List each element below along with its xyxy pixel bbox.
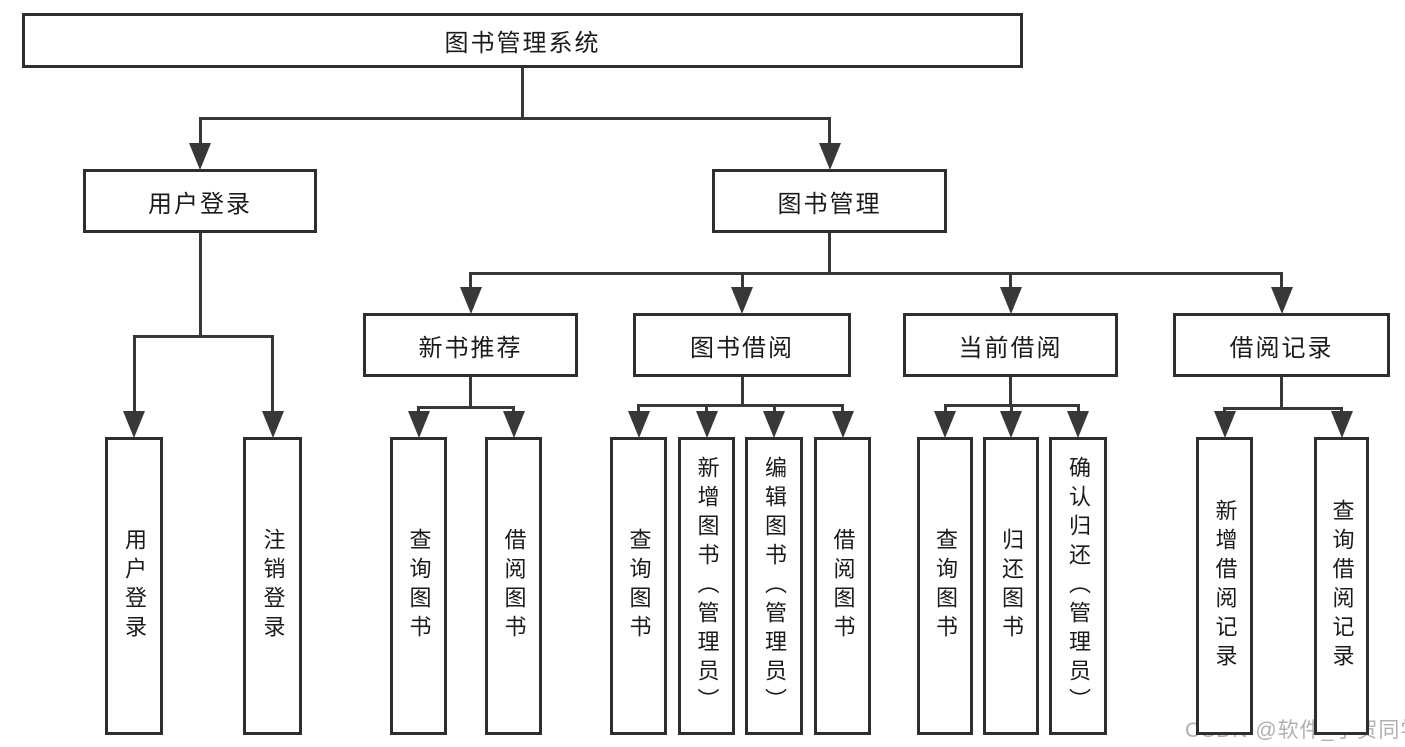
node-leaf-bb-add: 新增图书（管理员） [678, 437, 735, 735]
node-leaf-rec-query-label: 查询图书 [406, 528, 432, 644]
arrowhead-down-icon [502, 411, 525, 438]
connector-line [521, 68, 524, 118]
connector-line [1076, 405, 1080, 415]
arrowhead-down-icon [123, 411, 145, 438]
node-leaf-bb-query: 查询图书 [610, 437, 667, 735]
node-leaf-br-add: 新增借阅记录 [1196, 437, 1253, 735]
connector-line [637, 405, 640, 415]
arrowhead-down-icon [831, 411, 854, 438]
connector-line [740, 377, 744, 405]
connector-line [740, 273, 744, 291]
arrowhead-down-icon [934, 411, 956, 438]
node-book-mgmt: 图书管理 [712, 169, 947, 233]
arrowhead-down-icon [189, 143, 211, 170]
arrowhead-down-icon [818, 143, 841, 170]
connector-line [271, 336, 274, 415]
node-leaf-rec-query: 查询图书 [390, 437, 447, 735]
connector-line [469, 273, 472, 291]
node-leaf-user-login: 用户登录 [105, 437, 163, 735]
node-book-borrow-label: 图书借阅 [690, 334, 794, 362]
arrowhead-down-icon [261, 411, 284, 438]
node-leaf-cb-confirm: 确认归还（管理员） [1049, 437, 1107, 735]
node-current-borrow-label: 当前借阅 [958, 334, 1063, 362]
connector-line [1280, 273, 1283, 291]
node-leaf-rec-borrow: 借阅图书 [485, 437, 542, 735]
node-leaf-bb-edit-label: 编辑图书（管理员） [762, 455, 787, 717]
node-current-borrow: 当前借阅 [903, 313, 1118, 377]
arrowhead-down-icon [695, 411, 718, 438]
node-leaf-user-login-label: 用户登录 [122, 528, 147, 644]
node-leaf-logout: 注销登录 [243, 437, 302, 735]
connector-line [1009, 405, 1013, 415]
connector-line [469, 271, 1283, 275]
node-book-mgmt-label: 图书管理 [777, 190, 882, 218]
arrowhead-down-icon [459, 287, 482, 314]
arrowhead-down-icon [1330, 411, 1353, 438]
node-leaf-bb-add-label: 新增图书（管理员） [694, 455, 720, 717]
node-user-login-label: 用户登录 [148, 190, 252, 218]
node-borrow-records: 借阅记录 [1173, 313, 1390, 377]
connector-line [198, 118, 202, 147]
connector-line [841, 405, 844, 415]
node-user-login: 用户登录 [83, 169, 317, 233]
node-leaf-bb-query-label: 查询图书 [626, 528, 652, 644]
node-leaf-bb-edit: 编辑图书（管理员） [745, 437, 803, 735]
node-book-borrow: 图书借阅 [633, 313, 851, 377]
connector-line [705, 405, 708, 415]
node-leaf-bb-borrow: 借阅图书 [814, 437, 871, 735]
arrowhead-down-icon [1213, 411, 1236, 438]
connector-line [637, 403, 844, 407]
connector-line [1223, 406, 1343, 410]
node-root-label: 图书管理系统 [444, 30, 601, 57]
connector-line [198, 233, 202, 336]
connector-line [772, 405, 776, 415]
arrowhead-down-icon [627, 411, 650, 438]
node-leaf-br-query-label: 查询借阅记录 [1329, 499, 1355, 673]
node-leaf-cb-return-label: 归还图书 [999, 528, 1024, 644]
node-new-book-rec-label: 新书推荐 [418, 334, 523, 362]
connector-line [417, 405, 515, 409]
connector-line [828, 118, 831, 147]
connector-line [1009, 273, 1012, 291]
node-leaf-br-query: 查询借阅记录 [1314, 437, 1369, 735]
connector-line [1009, 377, 1012, 405]
node-leaf-logout-label: 注销登录 [260, 528, 286, 644]
arrowhead-down-icon [999, 287, 1022, 314]
connector-line [132, 336, 136, 415]
node-leaf-cb-return: 归还图书 [983, 437, 1039, 735]
node-root: 图书管理系统 [22, 13, 1023, 68]
connector-line [469, 377, 472, 407]
node-borrow-records-label: 借阅记录 [1229, 334, 1334, 362]
node-leaf-rec-borrow-label: 借阅图书 [501, 528, 527, 644]
node-leaf-cb-confirm-label: 确认归还（管理员） [1066, 455, 1091, 717]
node-leaf-br-add-label: 新增借阅记录 [1212, 499, 1238, 673]
arrowhead-down-icon [1067, 411, 1089, 438]
connector-line [828, 233, 831, 273]
node-leaf-cb-query: 查询图书 [917, 437, 973, 735]
arrowhead-down-icon [407, 411, 430, 438]
connector-line [132, 334, 274, 338]
arrowhead-down-icon [731, 287, 753, 314]
arrowhead-down-icon [1270, 287, 1293, 314]
connector-line [198, 116, 831, 120]
node-new-book-rec: 新书推荐 [363, 313, 578, 377]
arrowhead-down-icon [1000, 411, 1022, 438]
arrowhead-down-icon [763, 411, 785, 438]
node-leaf-bb-borrow-label: 借阅图书 [830, 528, 856, 644]
node-leaf-cb-query-label: 查询图书 [933, 528, 958, 644]
connector-line [943, 405, 947, 415]
connector-line [1280, 377, 1283, 408]
